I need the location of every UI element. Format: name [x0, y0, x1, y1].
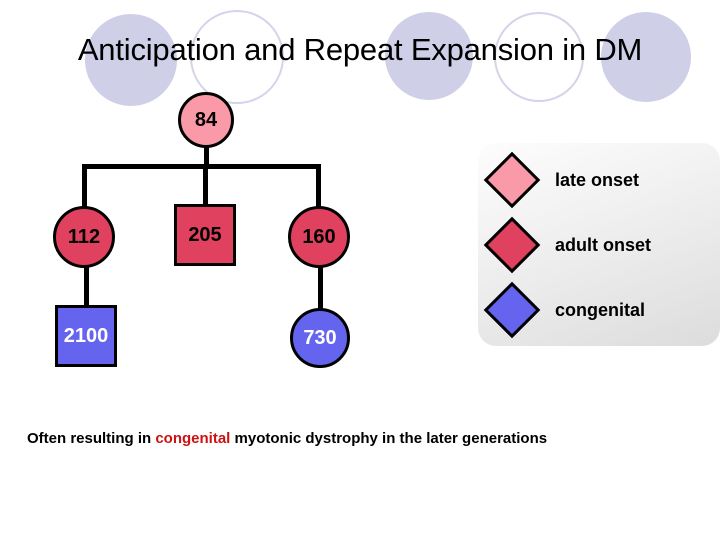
- legend-item-label: adult onset: [555, 234, 652, 255]
- pedigree-node-proband[interactable]: 84: [178, 92, 234, 148]
- pedigree-connector-drop-child-2: [203, 164, 208, 206]
- legend-item-label: congenital: [555, 299, 646, 320]
- pedigree-node-gchild-2[interactable]: 730: [290, 308, 350, 368]
- pedigree-node-gchild-1[interactable]: 2100: [55, 305, 117, 367]
- legend-item-adult: adult onset: [483, 216, 652, 274]
- pedigree-node-label: 205: [188, 224, 222, 246]
- diamond-icon-adult: [483, 216, 541, 274]
- caption-before: Often resulting in: [27, 430, 156, 447]
- pedigree-connector-drop-child-3: [316, 164, 321, 208]
- pedigree-node-label: 2100: [63, 325, 109, 347]
- legend-item-congen: congenital: [483, 281, 646, 339]
- diamond-icon-congen: [483, 281, 541, 339]
- pedigree-connector-drop-gchild-2: [318, 263, 323, 311]
- pedigree-node-child-2[interactable]: 205: [174, 204, 236, 266]
- page-title: Anticipation and Repeat Expansion in DM: [77, 32, 643, 67]
- pedigree-node-label: 730: [303, 327, 337, 349]
- legend-panel: late onset adult onset congenital: [478, 143, 720, 346]
- caption-highlight: congenital: [155, 430, 231, 447]
- caption-text: Often resulting in congenital myotonic d…: [27, 428, 627, 450]
- legend-item-late: late onset: [483, 151, 640, 209]
- pedigree-connector-sibship-line: [82, 164, 320, 169]
- pedigree-node-label: 160: [302, 226, 336, 248]
- caption-after: myotonic dystrophy in the later generati…: [230, 430, 548, 447]
- pedigree-diagram: 84 112 205 160 2100 730: [0, 0, 420, 400]
- pedigree-connector-drop-child-1: [82, 164, 87, 208]
- pedigree-node-label: 112: [67, 226, 101, 248]
- legend-item-label: late onset: [555, 169, 640, 190]
- pedigree-connector-proband-descender: [204, 147, 209, 168]
- pedigree-connector-drop-gchild-1: [84, 262, 89, 308]
- pedigree-node-child-1[interactable]: 112: [53, 206, 115, 268]
- diamond-icon-late: [483, 151, 541, 209]
- pedigree-node-child-3[interactable]: 160: [288, 206, 350, 268]
- pedigree-node-label: 84: [194, 109, 218, 131]
